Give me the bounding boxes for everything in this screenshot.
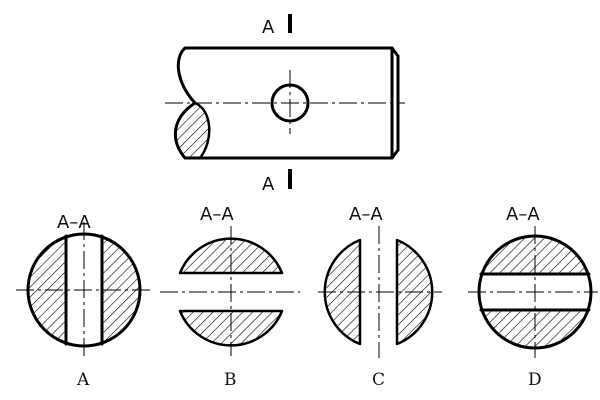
option-b-label: B	[224, 370, 237, 390]
option-a-label: A	[76, 370, 90, 390]
section-mark-bottom-letter: A	[262, 174, 275, 195]
option-a-caption: A–A	[57, 212, 91, 233]
option-c-caption: A–A	[349, 204, 383, 225]
option-c-label: C	[372, 370, 385, 390]
section-mark-top-letter: A	[262, 17, 275, 38]
option-d-section[interactable]: A–A D	[468, 204, 598, 390]
break-section-hatch	[174, 101, 211, 160]
option-c-section[interactable]: A–A C	[318, 204, 442, 390]
option-d-caption: A–A	[506, 204, 540, 225]
shaft-chamfer-top	[390, 46, 400, 58]
shaft-front-view: A A	[165, 14, 405, 195]
shaft-chamfer-bottom	[390, 148, 400, 160]
option-b-caption: A–A	[200, 204, 234, 225]
option-a-section[interactable]: A–A A	[16, 212, 152, 390]
option-d-label: D	[528, 370, 542, 390]
option-b-section[interactable]: A–A B	[160, 204, 300, 390]
